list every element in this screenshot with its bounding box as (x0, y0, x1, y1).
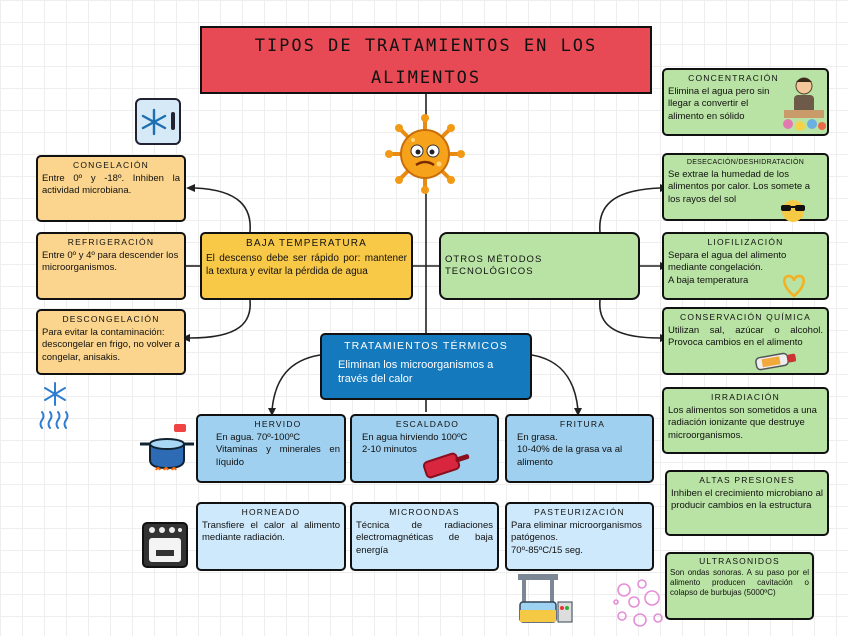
otros-metodos-title: OTROS MÉTODOS TECNOLÓGICOS (445, 253, 543, 277)
congelacion-box: CONGELACIÓN Entre 0º y -18º. Inhiben la … (36, 155, 186, 222)
pan-icon (422, 452, 470, 479)
fritura-title: FRITURA (559, 419, 606, 429)
person-icon (783, 77, 826, 131)
pasteurizacion-box: PASTEURIZACIÓN Para eliminar microorgani… (505, 502, 654, 571)
hervido-body-2: Vitaminas y minerales en líquido (216, 444, 340, 468)
altas-presiones-body: Inhiben el crecimiento microbiano al pro… (671, 488, 823, 512)
tratamientos-termicos-body: Eliminan los microorganismos a través de… (338, 358, 494, 385)
conservacion-quimica-body: Utilizan sal, azúcar o alcohol. Provoca … (668, 325, 823, 349)
altas-presiones-title: ALTAS PRESIONES (699, 475, 795, 485)
concentracion-title: CONCENTRACIÓN (688, 73, 779, 83)
descongelacion-body: Para evitar la contaminación: descongela… (42, 327, 180, 363)
altas-presiones-box: ALTAS PRESIONES Inhiben el crecimiento m… (665, 470, 829, 536)
congelacion-body: Entre 0º y -18º. Inhiben la actividad mi… (42, 173, 180, 197)
tratamientos-termicos-title: TRATAMIENTOS TÉRMICOS (344, 340, 508, 352)
conservacion-quimica-title: CONSERVACIÓN QUÍMICA (680, 312, 811, 322)
desecacion-body: Se extrae la humedad de los alimentos po… (668, 169, 811, 205)
hervido-body-1: En agua. 70º-100ºC (216, 432, 301, 444)
refrigeracion-title: REFRIGERACIÓN (67, 237, 155, 247)
baja-temperatura-title: BAJA TEMPERATURA (245, 238, 368, 249)
ultrasonidos-title: ULTRASONIDOS (699, 556, 780, 566)
escaldado-box: ESCALDADO En agua hirviendo 100ºC 2-10 m… (350, 414, 499, 483)
heart-icon (783, 274, 805, 298)
lab-equipment-icon (518, 574, 573, 623)
baja-temperatura-box: BAJA TEMPERATURA El descenso debe ser rá… (200, 232, 413, 300)
concentracion-body: Elimina el agua pero sin llegar a conver… (668, 86, 770, 122)
ultrasonidos-body: Son ondas sonoras. A su paso por el alim… (670, 568, 809, 598)
microondas-title: MICROONDAS (389, 507, 460, 517)
irradiacion-box: IRRADIACIÓN Los alimentos son sometidos … (662, 387, 829, 454)
virus-icon (385, 114, 465, 194)
sunglasses-icon (781, 200, 805, 222)
refrigeracion-body: Entre 0º y 4º para descender los microor… (42, 250, 179, 274)
pasteurizacion-title: PASTEURIZACIÓN (534, 507, 625, 517)
page-title: TIPOS DE TRATAMIENTOS EN LOS ALIMENTOS (200, 26, 652, 94)
conservacion-quimica-box: CONSERVACIÓN QUÍMICA Utilizan sal, azúca… (662, 307, 829, 375)
descongelacion-title: DESCONGELACIÓN (62, 314, 160, 324)
descongelacion-box: DESCONGELACIÓN Para evitar la contaminac… (36, 309, 186, 375)
fritura-body-2: 10-40% de la grasa va al alimento (517, 444, 623, 468)
hervido-box: HERVIDO En agua. 70º-100ºC Vitaminas y m… (196, 414, 346, 483)
hervido-title: HERVIDO (254, 419, 302, 429)
liofilizacion-body-2: A baja temperatura (668, 274, 749, 286)
bottle-icon (755, 352, 797, 371)
horneado-body: Transfiere el calor al alimento mediante… (202, 520, 340, 544)
irradiacion-title: IRRADIACIÓN (711, 392, 780, 402)
escaldado-body-2: 2-10 minutos (362, 444, 417, 456)
fritura-box: FRITURA En grasa. 10-40% de la grasa va … (505, 414, 654, 483)
fritura-body-1: En grasa. (517, 432, 558, 444)
tratamientos-termicos-box: TRATAMIENTOS TÉRMICOS Eliminan los micro… (320, 333, 532, 400)
otros-metodos-box: OTROS MÉTODOS TECNOLÓGICOS (439, 232, 640, 300)
escaldado-body-1: En agua hirviendo 100ºC (362, 432, 468, 444)
snowflake-icon (39, 382, 69, 429)
oven-icon (142, 522, 188, 568)
desecacion-title: DESECACIÓN/DESHIDRATACIÓN (686, 159, 805, 166)
irradiacion-body: Los alimentos son sometidos a una radiac… (668, 405, 817, 441)
liofilizacion-body-1: Separa el agua del alimento mediante con… (668, 250, 787, 274)
horneado-title: HORNEADO (241, 507, 301, 517)
bubbles-icon (613, 579, 663, 627)
liofilizacion-title: LIOFILIZACIÓN (707, 237, 784, 247)
microondas-body: Técnica de radiaciones electromagnéticas… (356, 520, 493, 556)
pasteurizacion-body-2: 70º-85ºC/15 seg. (511, 544, 583, 556)
fridge-icon (135, 98, 181, 145)
baja-temperatura-body: El descenso debe ser rápido por: mantene… (206, 253, 407, 277)
pot-icon (140, 424, 194, 471)
refrigeracion-box: REFRIGERACIÓN Entre 0º y 4º para descend… (36, 232, 186, 300)
ultrasonidos-box: ULTRASONIDOS Son ondas sonoras. A su pas… (665, 552, 814, 620)
microondas-box: MICROONDAS Técnica de radiaciones electr… (350, 502, 499, 571)
pasteurizacion-body-1: Para eliminar microorganismos patógenos. (511, 520, 642, 544)
horneado-box: HORNEADO Transfiere el calor al alimento… (196, 502, 346, 571)
escaldado-title: ESCALDADO (395, 419, 460, 429)
congelacion-title: CONGELACIÓN (72, 160, 150, 170)
